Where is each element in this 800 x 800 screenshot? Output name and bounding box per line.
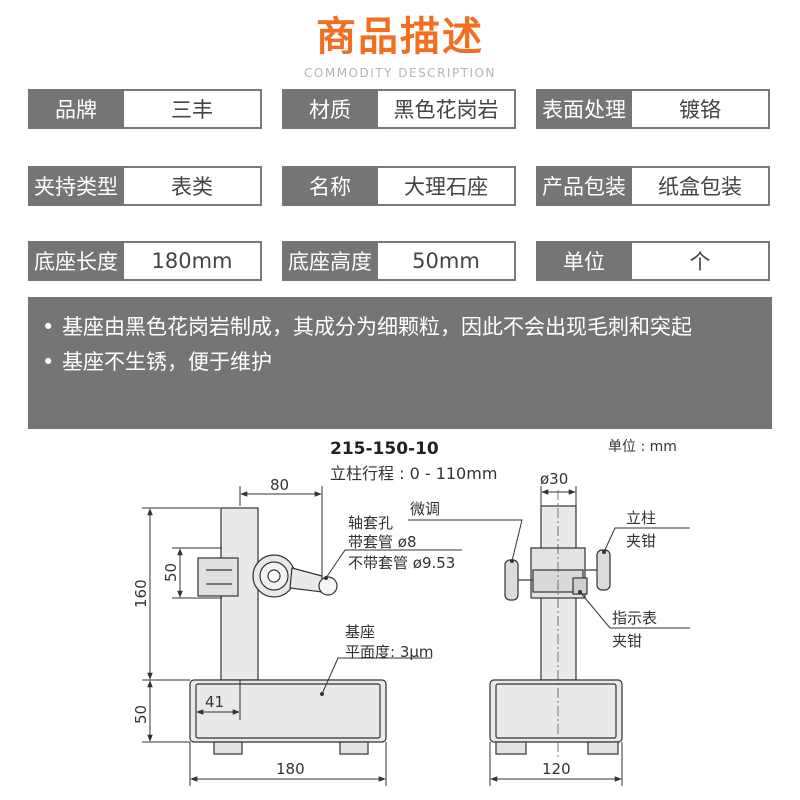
spec-clamp-type: 夹持类型 表类 xyxy=(28,166,262,206)
spec-value: 三丰 xyxy=(124,89,262,129)
spec-value: 个 xyxy=(632,241,770,281)
spec-base-height: 底座高度 50mm xyxy=(282,241,516,281)
dim-120: 120 xyxy=(542,760,571,778)
dim-160: 160 xyxy=(132,579,150,608)
spec-key: 表面处理 xyxy=(536,89,632,129)
note-item: 基座不生锈，便于维护 xyxy=(42,346,758,379)
dim-50-base: 50 xyxy=(132,705,150,724)
spec-value: 纸盒包装 xyxy=(632,166,770,206)
page-title: 商品描述 xyxy=(316,14,484,60)
front-dimensions xyxy=(142,486,462,786)
spec-value: 黑色花岗岩 xyxy=(378,89,516,129)
dim-41: 41 xyxy=(205,693,224,711)
spec-value: 180mm xyxy=(124,241,262,281)
dim-180: 180 xyxy=(276,760,305,778)
front-view xyxy=(189,507,387,755)
dim-50-clamp: 50 xyxy=(162,563,180,582)
stroke-spec: 立柱行程 : 0 - 110mm xyxy=(330,464,497,483)
spec-material: 材质 黑色花岗岩 xyxy=(282,89,516,129)
label-column: 立柱 xyxy=(626,509,656,527)
spec-unit: 单位 个 xyxy=(536,241,770,281)
label-with-sleeve: 带套管 ø8 xyxy=(348,533,417,551)
spec-key: 底座高度 xyxy=(282,241,378,281)
label-indicator-clamp: 夹钳 xyxy=(612,632,642,650)
spec-value: 大理石座 xyxy=(378,166,516,206)
label-column-clamp: 夹钳 xyxy=(626,532,656,550)
feature-notes: 基座由黑色花岗岩制成，其成分为细颗粒，因此不会出现毛刺和突起 基座不生锈，便于维… xyxy=(28,297,772,429)
spec-packaging: 产品包装 纸盒包装 xyxy=(536,166,770,206)
spec-key: 材质 xyxy=(282,89,378,129)
side-view xyxy=(489,505,623,755)
spec-brand: 品牌 三丰 xyxy=(28,89,262,129)
model-number: 215-150-10 xyxy=(330,439,439,459)
unit-label: 单位 : mm xyxy=(608,439,677,455)
label-flatness: 平面度: 3μm xyxy=(345,643,434,661)
spec-name: 名称 大理石座 xyxy=(282,166,516,206)
label-fine-adjust: 微调 xyxy=(410,500,440,518)
label-indicator: 指示表 xyxy=(612,609,657,627)
spec-value: 表类 xyxy=(124,166,262,206)
label-base: 基座 xyxy=(345,623,375,641)
spec-key: 底座长度 xyxy=(28,241,124,281)
side-dimensions xyxy=(408,486,690,786)
note-item: 基座由黑色花岗岩制成，其成分为细颗粒，因此不会出现毛刺和突起 xyxy=(42,311,758,344)
technical-drawing: 215-150-10 立柱行程 : 0 - 110mm 单位 : mm xyxy=(132,439,690,786)
spec-base-length: 底座长度 180mm xyxy=(28,241,262,281)
spec-key: 产品包装 xyxy=(536,166,632,206)
spec-value: 50mm xyxy=(378,241,516,281)
label-sleeve-hole: 轴套孔 xyxy=(348,514,393,532)
dim-80: 80 xyxy=(270,476,289,494)
spec-value: 镀铬 xyxy=(632,89,770,129)
spec-key: 名称 xyxy=(282,166,378,206)
spec-key: 单位 xyxy=(536,241,632,281)
label-without-sleeve: 不带套管 ø9.53 xyxy=(348,554,455,572)
page-subtitle: COMMODITY DESCRIPTION xyxy=(304,66,496,80)
dim-d30: ø30 xyxy=(540,470,568,488)
spec-key: 夹持类型 xyxy=(28,166,124,206)
spec-surface: 表面处理 镀铬 xyxy=(536,89,770,129)
spec-key: 品牌 xyxy=(28,89,124,129)
